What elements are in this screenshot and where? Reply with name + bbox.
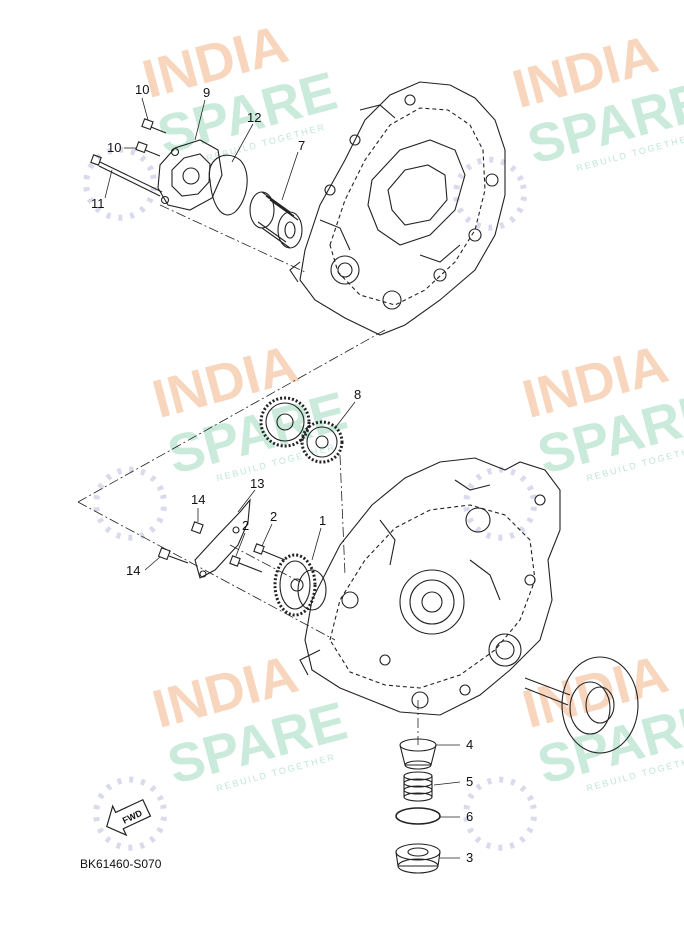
bolts-10-11	[90, 118, 167, 197]
o-ring-6	[395, 807, 441, 825]
assembly-lines	[77, 204, 419, 745]
oil-filter-cover	[157, 139, 223, 211]
callout-9: 9	[203, 85, 210, 100]
callout-2-left: 2	[242, 518, 249, 533]
callout-14-bottom: 14	[126, 563, 140, 578]
watermark-middle-right: INDIA SPARE REBUILD TOGETHER	[463, 334, 684, 541]
callout-11: 11	[91, 196, 105, 211]
oil-filter-element-7	[249, 191, 303, 249]
o-ring-12	[208, 154, 248, 216]
callout-7: 7	[298, 138, 305, 153]
leader-lines	[104, 97, 461, 859]
fwd-arrow-icon: FWD	[106, 798, 152, 837]
watermark-top: INDIA SPARE REBUILD TOGETHER	[83, 14, 343, 221]
callout-10-bottom: 10	[107, 140, 121, 155]
callout-2-right: 2	[270, 509, 277, 524]
callout-3: 3	[466, 850, 473, 865]
callout-13: 13	[250, 476, 264, 491]
watermark-top-right: INDIA SPARE REBUILD TOGETHER	[453, 24, 684, 231]
callout-5: 5	[466, 774, 473, 789]
spring-5	[403, 771, 433, 802]
strainer-cap-4	[399, 738, 437, 770]
callout-4: 4	[466, 737, 473, 752]
callout-8: 8	[354, 387, 361, 402]
callout-1: 1	[319, 513, 326, 528]
gear-8	[300, 420, 344, 464]
drain-plug-3	[395, 843, 441, 874]
gear-large	[259, 396, 311, 448]
callout-14-top: 14	[191, 492, 205, 507]
callout-labels: 10 9 12 7 10 11 8 13 14 2 1 2 14 4 5 6 3	[91, 82, 473, 865]
diagram-code: BK61460-S070	[80, 857, 162, 871]
shaft-flange	[524, 656, 639, 754]
callout-12: 12	[247, 110, 261, 125]
bolts-2-14	[157, 521, 286, 573]
plate-13	[194, 498, 251, 579]
callout-10-top: 10	[135, 82, 149, 97]
lower-crankcase	[299, 457, 561, 716]
callout-6: 6	[466, 809, 473, 824]
oil-pump-gear-1	[273, 553, 327, 617]
upper-crankcase-cover	[289, 81, 506, 336]
